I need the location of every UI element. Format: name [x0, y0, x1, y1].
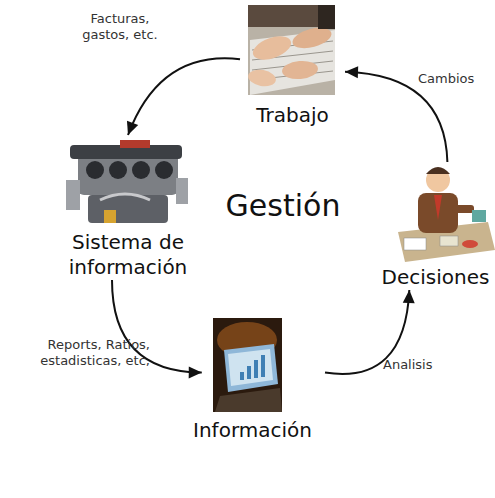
arrow-head	[127, 121, 138, 135]
process-node: Decisiones	[376, 162, 495, 290]
edge-label: Reports, Ratios, estadisticas, etc,	[0, 337, 150, 369]
engine-illustration	[66, 140, 188, 223]
businessman-cartoon	[398, 167, 495, 262]
edge-label: Facturas, gastos, etc.	[78, 11, 162, 43]
edge-label: Analisis	[383, 357, 453, 373]
diagram-title: Gestión	[198, 188, 368, 224]
edge-label: Cambios	[418, 71, 488, 87]
node-label: Decisiones	[376, 265, 495, 290]
node-label: Trabajo	[240, 103, 345, 128]
laptop-photo	[213, 318, 282, 412]
node-label: Sistema de información	[48, 230, 208, 280]
cycle-arrow	[127, 58, 240, 135]
process-node: Trabajo	[240, 3, 345, 128]
node-label: Información	[180, 418, 325, 443]
arrow-head	[345, 66, 358, 78]
arrow-head	[189, 367, 202, 379]
arrow-head	[403, 290, 415, 303]
process-node: Sistema de información	[48, 135, 208, 280]
process-node: Información	[180, 315, 325, 443]
typing-photo	[247, 5, 335, 95]
arrow-curve	[128, 58, 240, 135]
